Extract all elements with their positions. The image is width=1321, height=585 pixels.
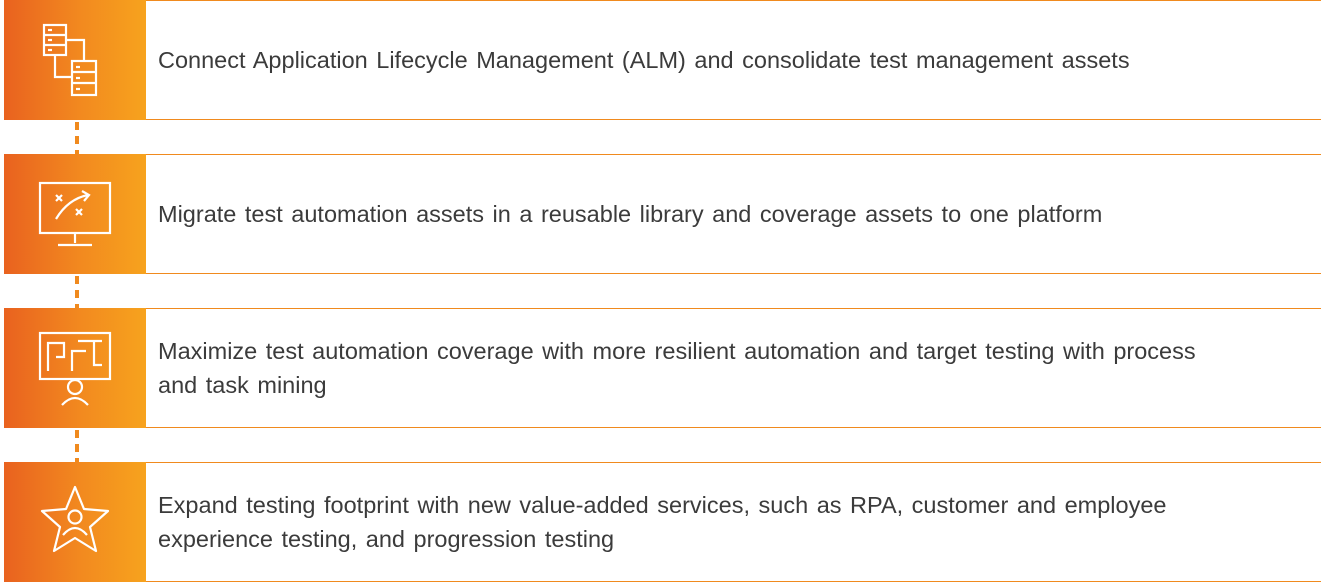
step-1-top-rule bbox=[146, 0, 1321, 1]
step-1-bottom-rule bbox=[146, 119, 1321, 120]
step-connector bbox=[75, 430, 79, 466]
step-connector bbox=[75, 122, 79, 158]
step-3-top-rule bbox=[146, 308, 1321, 309]
step-2-icon-box bbox=[4, 154, 146, 274]
step-2-top-rule bbox=[146, 154, 1321, 155]
process-map-user-icon bbox=[38, 331, 112, 406]
step-4-text: Expand testing footprint with new value-… bbox=[158, 492, 1167, 552]
step-1-icon-box bbox=[4, 0, 146, 120]
step-1: Connect Application Lifecycle Management… bbox=[4, 0, 1321, 120]
monitor-strategy-icon bbox=[38, 181, 112, 247]
step-2: Migrate test automation assets in a reus… bbox=[4, 154, 1321, 274]
step-2-text: Migrate test automation assets in a reus… bbox=[158, 201, 1103, 227]
step-2-bottom-rule bbox=[146, 273, 1321, 274]
step-1-text: Connect Application Lifecycle Management… bbox=[158, 47, 1130, 73]
step-4-icon-box bbox=[4, 462, 146, 582]
step-4: Expand testing footprint with new value-… bbox=[4, 462, 1321, 582]
step-3-text: Maximize test automation coverage with m… bbox=[158, 338, 1196, 398]
step-4-top-rule bbox=[146, 462, 1321, 463]
step-connector bbox=[75, 276, 79, 312]
step-3-bottom-rule bbox=[146, 427, 1321, 428]
step-3-icon-box bbox=[4, 308, 146, 428]
database-schema-icon bbox=[42, 23, 98, 97]
step-4-bottom-rule bbox=[146, 581, 1321, 582]
step-3: Maximize test automation coverage with m… bbox=[4, 308, 1321, 428]
star-user-icon bbox=[40, 485, 110, 553]
